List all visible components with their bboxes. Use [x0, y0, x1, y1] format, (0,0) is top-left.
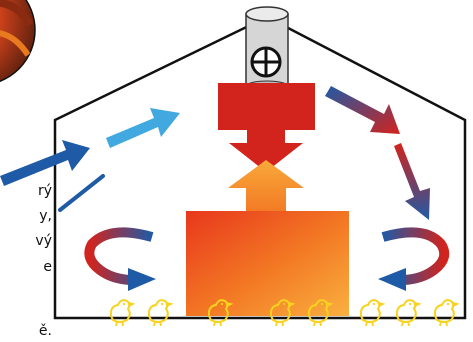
chick-icon	[207, 299, 234, 327]
inflow-arrow-outer	[0, 140, 90, 186]
chick-icon	[359, 299, 386, 327]
photo-thumbnail	[0, 0, 36, 83]
chicks-row	[109, 299, 460, 327]
ventilation-fan-icon	[250, 46, 282, 78]
chick-icon	[395, 299, 422, 327]
side-text-line-2: y,	[39, 208, 52, 224]
heater	[186, 211, 349, 316]
chick-icon	[269, 299, 296, 327]
house-outline	[53, 15, 467, 320]
heat-up-arrow	[228, 160, 304, 212]
chick-icon	[433, 299, 460, 327]
inflow-arrow-inner	[106, 108, 180, 148]
outflow-arrow-upper	[325, 86, 400, 134]
heater-top-unit	[218, 83, 315, 172]
chick-icon	[109, 299, 136, 327]
side-text-line-4: e	[43, 259, 52, 275]
side-text-line-1: rý	[37, 183, 52, 199]
circulation-loop-right	[378, 227, 450, 291]
chick-icon	[147, 299, 174, 327]
inflow-vent-flap	[58, 174, 105, 212]
side-text-line-5: ě.	[38, 323, 52, 339]
outflow-arrow-lower	[394, 143, 430, 220]
circulation-loop-left	[84, 227, 156, 291]
chick-icon	[307, 299, 334, 327]
side-text-line-3: vý	[35, 233, 52, 249]
